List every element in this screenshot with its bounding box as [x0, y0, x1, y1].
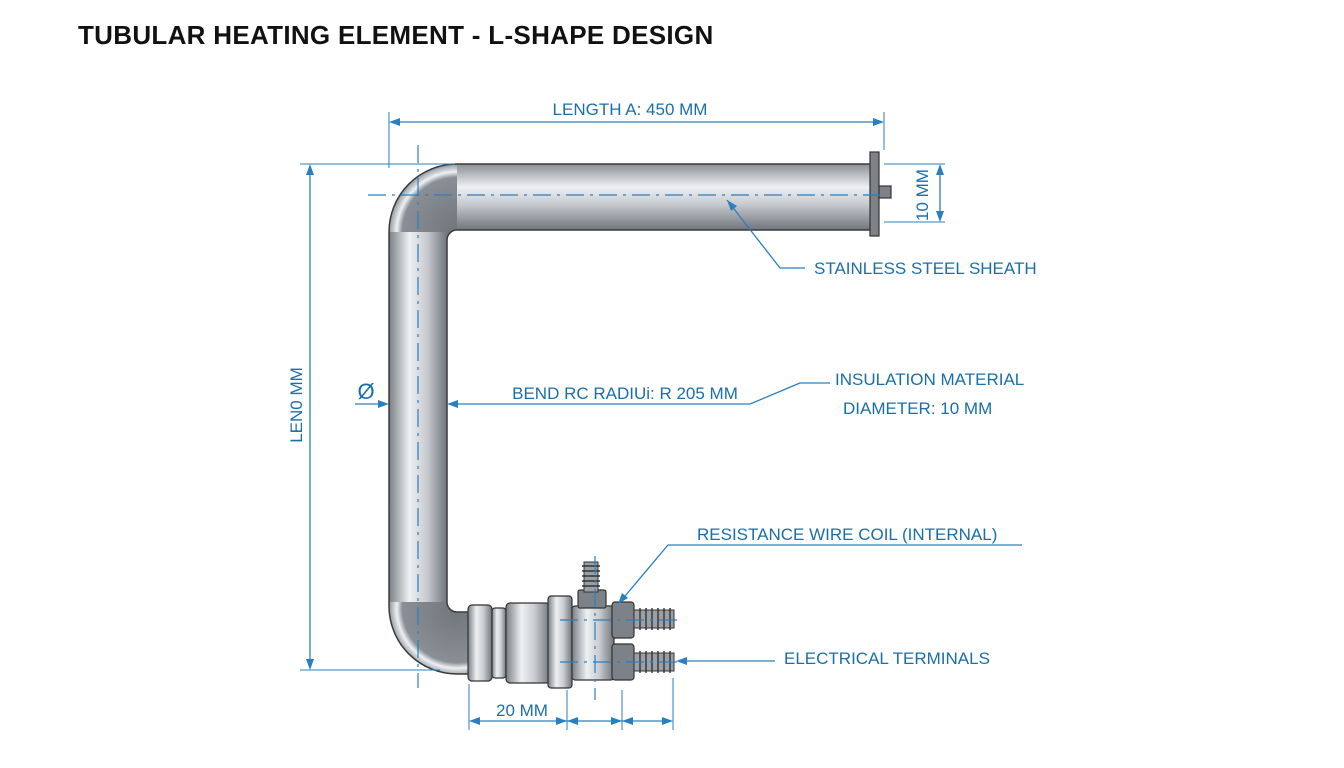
dimension-length-a: LENGTH A: 450 MM [388, 100, 885, 168]
diameter-symbol: Ø [357, 379, 374, 404]
length-a-label: LENGTH A: 450 MM [553, 100, 708, 119]
tube-sheath [388, 163, 873, 675]
dimension-terminal-spacing: 20 MM [468, 678, 674, 730]
end-flange [869, 151, 892, 237]
terminal-assembly [467, 561, 675, 689]
callout-sheath: STAINLESS STEEL SHEATH [726, 199, 1037, 278]
terminal-spacing-label: 20 MM [496, 701, 548, 720]
bend-radius-label: BEND RC RADIUi: R 205 MM [512, 384, 738, 403]
callout-terminals: ELECTRICAL TERMINALS [676, 649, 990, 668]
insulation-label-line2: DIAMETER: 10 MM [843, 399, 992, 418]
sheath-label: STAINLESS STEEL SHEATH [814, 259, 1037, 278]
dimension-bend-radius: Ø BEND RC RADIUi: R 205 MM [355, 379, 830, 408]
callout-insulation: INSULATION MATERIAL DIAMETER: 10 MM [835, 370, 1024, 418]
diagram-title: TUBULAR HEATING ELEMENT - L-SHAPE DESIGN [78, 20, 714, 50]
vertical-length-label: LEN0 MM [287, 367, 306, 443]
dimension-flange-width: 10 MM [884, 163, 945, 223]
dimension-vertical-length: LEN0 MM [287, 163, 455, 671]
center-lines [368, 145, 880, 700]
insulation-label-line1: INSULATION MATERIAL [835, 370, 1024, 389]
flange-width-label: 10 MM [913, 169, 932, 221]
callout-coil: RESISTANCE WIRE COIL (INTERNAL) [618, 525, 1022, 604]
coil-label: RESISTANCE WIRE COIL (INTERNAL) [697, 525, 997, 544]
terminals-label: ELECTRICAL TERMINALS [784, 649, 990, 668]
